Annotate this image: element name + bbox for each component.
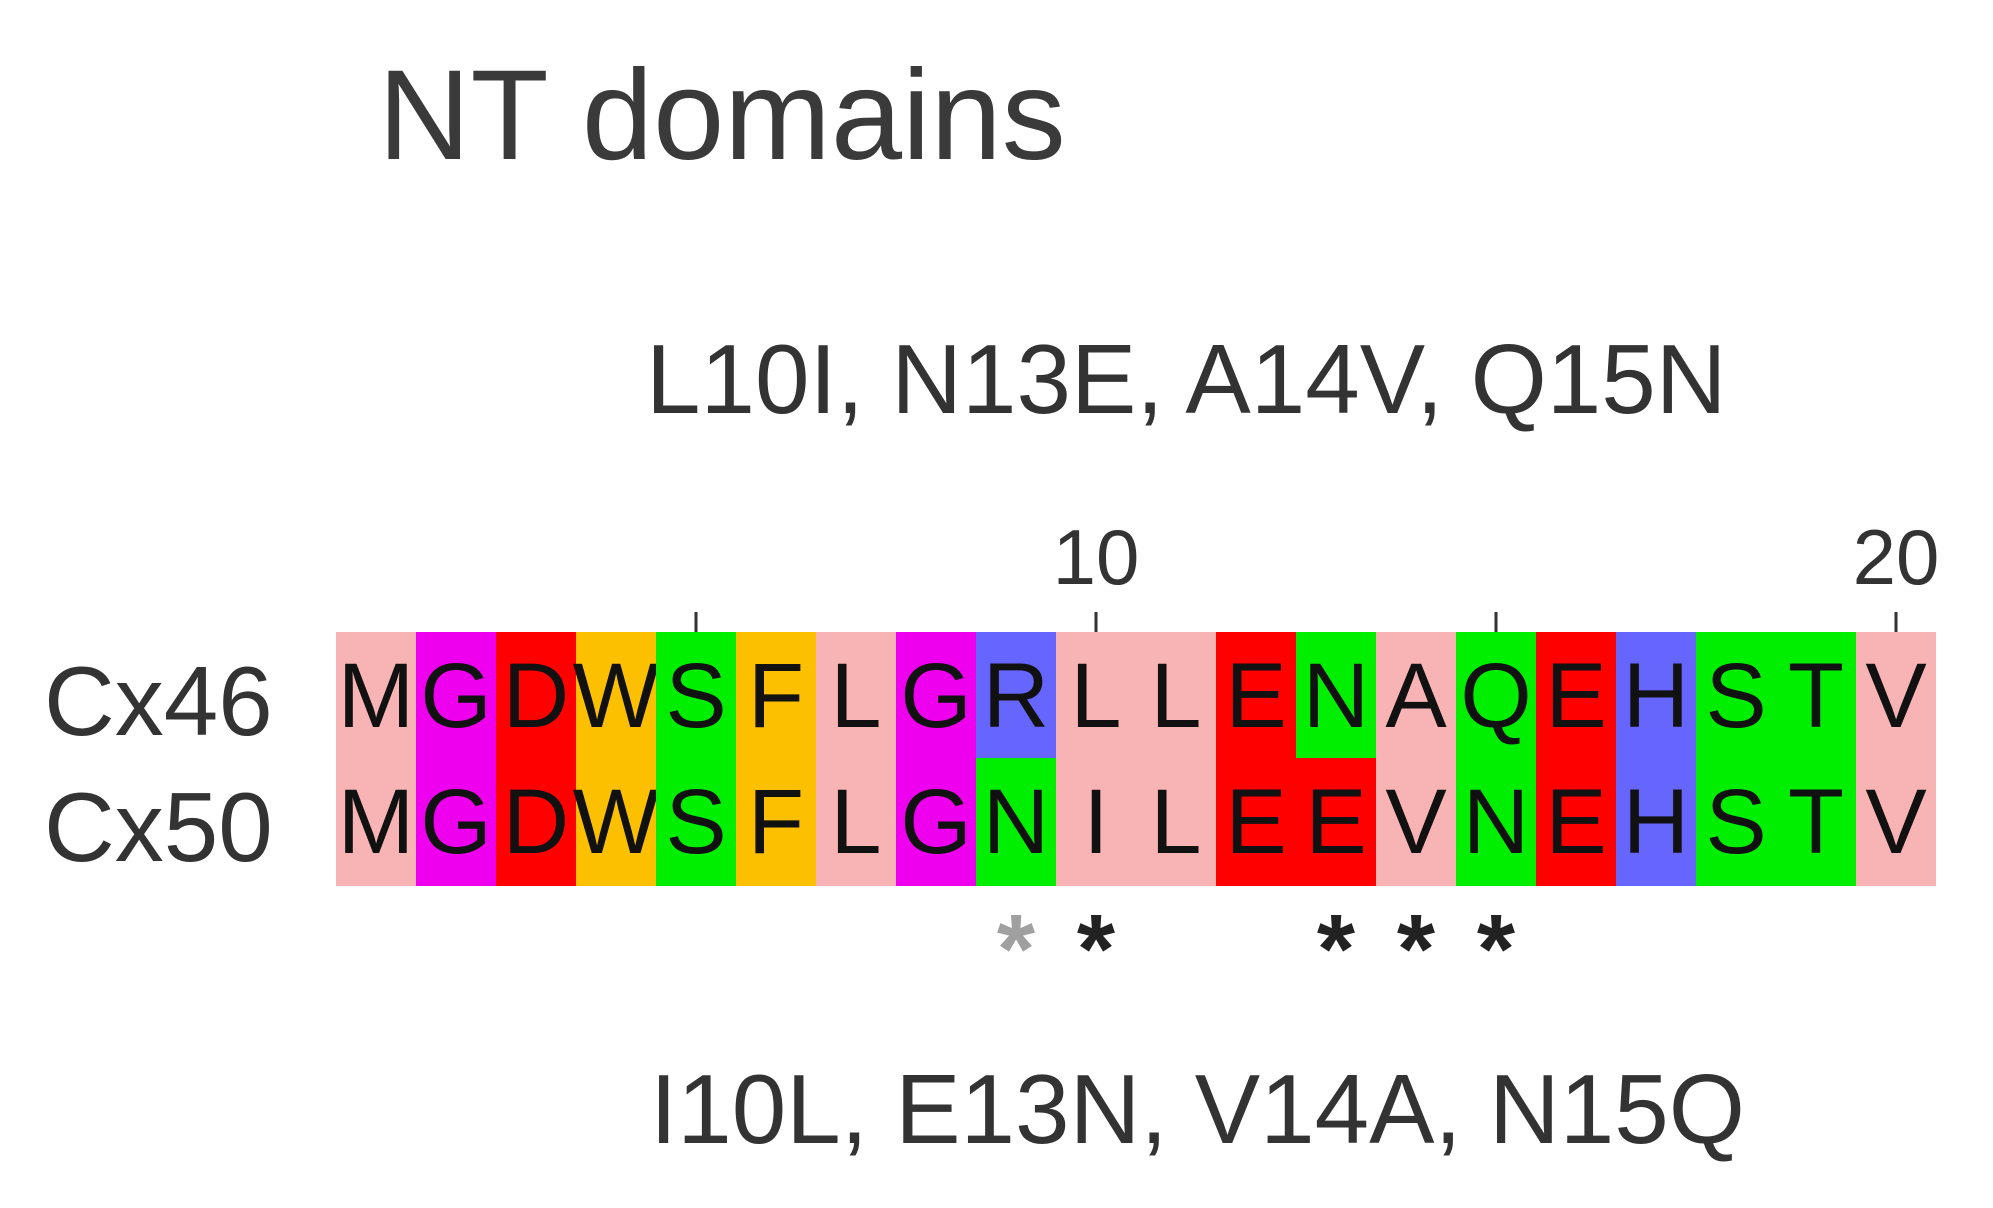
residue-cell: G: [416, 758, 496, 886]
position-tick: [1894, 612, 1898, 632]
position-tick: [1094, 612, 1098, 632]
residue-cell: N: [1456, 758, 1536, 886]
position-tick: [1494, 612, 1498, 632]
residue-cell: V: [1376, 758, 1456, 886]
conservation-mark: *: [1316, 894, 1356, 1004]
mutations-bottom-label: I10L, E13N, V14A, N15Q: [650, 1054, 1745, 1164]
residue-cell: I: [1056, 758, 1136, 886]
residue-cell: T: [1776, 758, 1856, 886]
residue-cell: E: [1536, 758, 1616, 886]
residue-cell: M: [336, 758, 416, 886]
residue-cell: G: [896, 758, 976, 886]
conservation-mark: *: [996, 894, 1036, 1004]
residue-cell: V: [1856, 758, 1936, 886]
residue-cell: L: [1136, 758, 1216, 886]
residue-cell: T: [1776, 632, 1856, 760]
residue-cell: A: [1376, 632, 1456, 760]
position-label: 10: [1052, 513, 1140, 601]
residue-cell: L: [816, 758, 896, 886]
residue-cell: G: [896, 632, 976, 760]
residue-cell: S: [1696, 632, 1776, 760]
residue-cell: F: [736, 758, 816, 886]
residue-cell: L: [1136, 632, 1216, 760]
residue-cell: V: [1856, 632, 1936, 760]
residue-cell: F: [736, 632, 816, 760]
residue-cell: N: [1296, 632, 1376, 760]
position-tick: [694, 612, 698, 632]
figure-title: NT domains: [378, 44, 1066, 187]
residue-cell: E: [1216, 758, 1296, 886]
conservation-mark: *: [1396, 894, 1436, 1004]
residue-cell: D: [496, 758, 576, 886]
residue-cell: S: [1696, 758, 1776, 886]
residue-cell: H: [1616, 632, 1696, 760]
sequence-label: Cx46: [44, 646, 273, 756]
mutations-top-label: L10I, N13E, A14V, Q15N: [646, 324, 1727, 434]
residue-cell: E: [1216, 632, 1296, 760]
residue-cell: H: [1616, 758, 1696, 886]
residue-cell: R: [976, 632, 1056, 760]
residue-cell: L: [1056, 632, 1136, 760]
residue-cell: E: [1536, 632, 1616, 760]
residue-cell: Q: [1456, 632, 1536, 760]
residue-cell: N: [976, 758, 1056, 886]
residue-cell: W: [573, 758, 659, 886]
residue-cell: S: [656, 758, 736, 886]
sequence-label: Cx50: [44, 772, 273, 882]
position-label: 20: [1852, 513, 1940, 601]
conservation-mark: *: [1076, 894, 1116, 1004]
residue-cell: G: [416, 632, 496, 760]
residue-cell: W: [573, 632, 659, 760]
residue-cell: L: [816, 632, 896, 760]
residue-cell: S: [656, 632, 736, 760]
residue-cell: D: [496, 632, 576, 760]
residue-cell: E: [1296, 758, 1376, 886]
conservation-mark: *: [1476, 894, 1516, 1004]
residue-cell: M: [336, 632, 416, 760]
